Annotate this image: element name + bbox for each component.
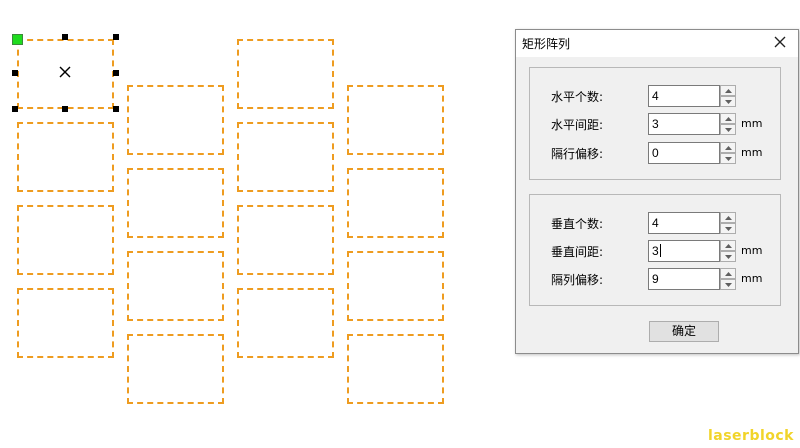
arrow-down-icon — [725, 227, 732, 231]
vertical-count-input[interactable]: 4 — [648, 212, 720, 234]
array-cell[interactable] — [17, 122, 114, 192]
vertical-count-spinner[interactable] — [720, 212, 736, 234]
spin-down-button[interactable] — [720, 96, 736, 107]
spin-down-button[interactable] — [720, 223, 736, 234]
arrow-up-icon — [725, 146, 732, 150]
drawing-canvas[interactable] — [0, 0, 505, 448]
field-row-horizontal-spacing: 水平间距: 3 mm — [530, 113, 782, 135]
unit-label: mm — [741, 244, 763, 257]
horizontal-spacing-spinner[interactable] — [720, 113, 736, 135]
array-cell[interactable] — [237, 288, 334, 358]
arrow-down-icon — [725, 255, 732, 259]
horizontal-settings-group: 水平个数: 4 水平间距: 3 mm 隔行偏移: 0 mm — [529, 67, 781, 180]
arrow-down-icon — [725, 100, 732, 104]
column-offset-label: 隔列偏移: — [551, 273, 604, 287]
array-cell[interactable] — [127, 334, 224, 404]
vertical-count-label: 垂直个数: — [551, 217, 604, 231]
field-row-row-offset: 隔行偏移: 0 mm — [530, 142, 782, 164]
array-cell[interactable] — [347, 334, 444, 404]
array-cell[interactable] — [347, 85, 444, 155]
vertical-spacing-spinner[interactable] — [720, 240, 736, 262]
dialog-titlebar[interactable]: 矩形阵列 — [516, 30, 798, 57]
array-cell[interactable] — [127, 85, 224, 155]
vertical-settings-group: 垂直个数: 4 垂直间距: 3 mm 隔列偏移: 9 mm — [529, 194, 781, 306]
spin-up-button[interactable] — [720, 212, 736, 223]
ok-button[interactable]: 确定 — [649, 321, 719, 342]
field-row-column-offset: 隔列偏移: 9 mm — [530, 268, 782, 290]
vertical-spacing-label: 垂直间距: — [551, 245, 604, 259]
arrow-up-icon — [725, 89, 732, 93]
spin-down-button[interactable] — [720, 279, 736, 290]
spin-up-button[interactable] — [720, 240, 736, 251]
arrow-up-icon — [725, 244, 732, 248]
text-caret — [659, 244, 661, 257]
selection-handle[interactable] — [113, 34, 119, 40]
arrow-up-icon — [725, 216, 732, 220]
array-cell[interactable] — [17, 205, 114, 275]
arrow-up-icon — [725, 272, 732, 276]
array-cell[interactable] — [237, 39, 334, 109]
field-row-vertical-count: 垂直个数: 4 — [530, 212, 782, 234]
row-offset-input[interactable]: 0 — [648, 142, 720, 164]
array-cell[interactable] — [347, 168, 444, 238]
array-cell[interactable] — [127, 251, 224, 321]
arrow-down-icon — [725, 157, 732, 161]
horizontal-spacing-input[interactable]: 3 — [648, 113, 720, 135]
arrow-up-icon — [725, 117, 732, 121]
horizontal-count-label: 水平个数: — [551, 90, 604, 104]
array-cell[interactable] — [127, 168, 224, 238]
horizontal-spacing-label: 水平间距: — [551, 118, 604, 132]
array-cell[interactable] — [237, 205, 334, 275]
spin-up-button[interactable] — [720, 85, 736, 96]
selection-handle[interactable] — [62, 106, 68, 112]
array-cell[interactable] — [237, 122, 334, 192]
array-cell[interactable] — [17, 288, 114, 358]
field-row-horizontal-count: 水平个数: 4 — [530, 85, 782, 107]
row-offset-spinner[interactable] — [720, 142, 736, 164]
row-offset-label: 隔行偏移: — [551, 147, 604, 161]
rotation-center-icon[interactable] — [58, 65, 72, 79]
selection-anchor-handle[interactable] — [12, 34, 23, 45]
selection-handle[interactable] — [12, 106, 18, 112]
spin-up-button[interactable] — [720, 142, 736, 153]
unit-label: mm — [741, 117, 763, 130]
selection-handle[interactable] — [62, 34, 68, 40]
unit-label: mm — [741, 146, 763, 159]
arrow-down-icon — [725, 128, 732, 132]
column-offset-spinner[interactable] — [720, 268, 736, 290]
horizontal-count-spinner[interactable] — [720, 85, 736, 107]
selection-handle[interactable] — [113, 106, 119, 112]
spin-up-button[interactable] — [720, 113, 736, 124]
spin-up-button[interactable] — [720, 268, 736, 279]
selection-handle[interactable] — [12, 70, 18, 76]
arrow-down-icon — [725, 283, 732, 287]
rect-array-dialog: 矩形阵列 水平个数: 4 水平间距: 3 mm 隔行偏移: — [515, 29, 799, 354]
spin-down-button[interactable] — [720, 153, 736, 164]
unit-label: mm — [741, 272, 763, 285]
spin-down-button[interactable] — [720, 124, 736, 135]
close-icon[interactable] — [772, 34, 788, 50]
horizontal-count-input[interactable]: 4 — [648, 85, 720, 107]
field-row-vertical-spacing: 垂直间距: 3 mm — [530, 240, 782, 262]
array-cell[interactable] — [347, 251, 444, 321]
vertical-spacing-input[interactable]: 3 — [648, 240, 720, 262]
column-offset-input[interactable]: 9 — [648, 268, 720, 290]
spin-down-button[interactable] — [720, 251, 736, 262]
selection-handle[interactable] — [113, 70, 119, 76]
dialog-title: 矩形阵列 — [522, 37, 571, 51]
watermark-logo: laserblock — [707, 428, 794, 444]
